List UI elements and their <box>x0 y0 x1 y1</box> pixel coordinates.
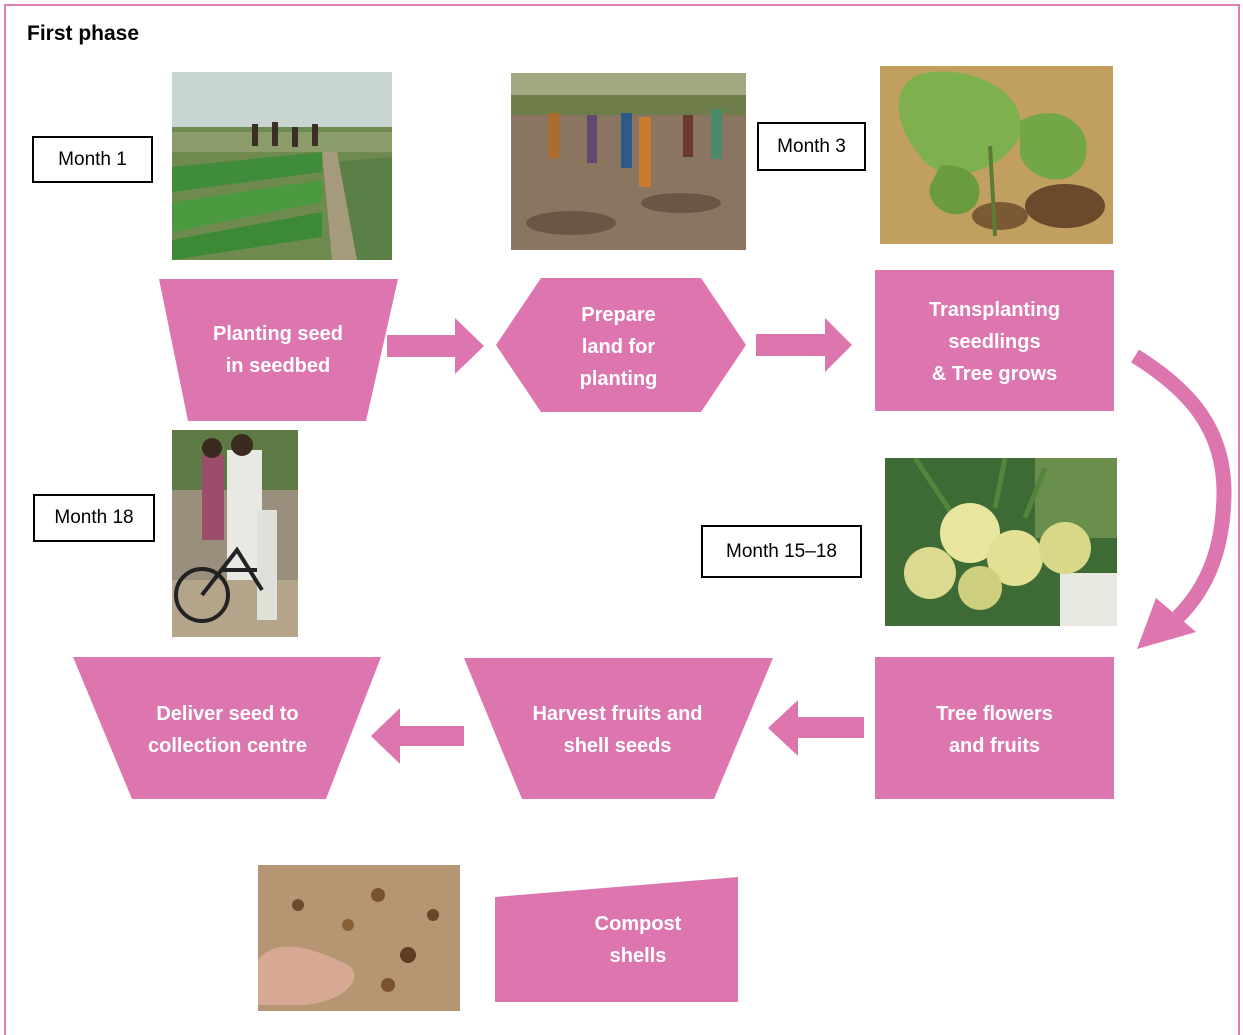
seedbed-photo <box>172 72 392 260</box>
flowers-rectangle-shape <box>875 657 1114 799</box>
month-3-label: Month 3 <box>757 122 866 171</box>
month-1-label: Month 1 <box>32 136 153 183</box>
bicycle-delivery-photo <box>172 430 298 637</box>
month-18-label: Month 18 <box>33 494 155 542</box>
arrow-right-2-icon <box>756 318 852 372</box>
shells-in-hand-photo <box>258 865 460 1011</box>
step-tree-flowers: Tree flowers and fruits <box>936 703 1053 757</box>
prepare-hexagon-shape <box>496 278 746 412</box>
step-compost-shells: Compost shells <box>594 913 682 967</box>
step-transplanting: Transplanting seedlings & Tree grows <box>928 299 1061 385</box>
compost-shape <box>495 877 738 1002</box>
transplant-rectangle-shape <box>875 270 1114 411</box>
land-preparation-photo <box>511 73 746 250</box>
arrow-left-2-icon <box>371 708 464 764</box>
step-harvest: Harvest fruits and shell seeds <box>532 703 703 757</box>
curved-arrowhead-icon <box>1137 598 1196 649</box>
month-15-18-label: Month 15–18 <box>701 525 862 578</box>
diagram-title: First phase <box>27 22 140 45</box>
seedling-photo <box>880 66 1113 244</box>
diagram-frame <box>4 4 1240 1035</box>
fruits-photo <box>885 458 1117 626</box>
planting-trapezoid-shape <box>159 279 398 421</box>
deliver-trapezoid-shape <box>73 657 381 799</box>
harvest-trapezoid-shape <box>464 658 773 799</box>
curved-arrow-icon <box>1131 349 1232 623</box>
step-planting-seed: Planting seed in seedbed <box>212 323 344 377</box>
arrow-left-1-icon <box>768 700 864 756</box>
arrow-right-1-icon <box>387 318 484 374</box>
step-deliver-seed: Deliver seed to collection centre <box>148 703 307 757</box>
step-prepare-land: Prepare land for planting <box>579 304 658 390</box>
